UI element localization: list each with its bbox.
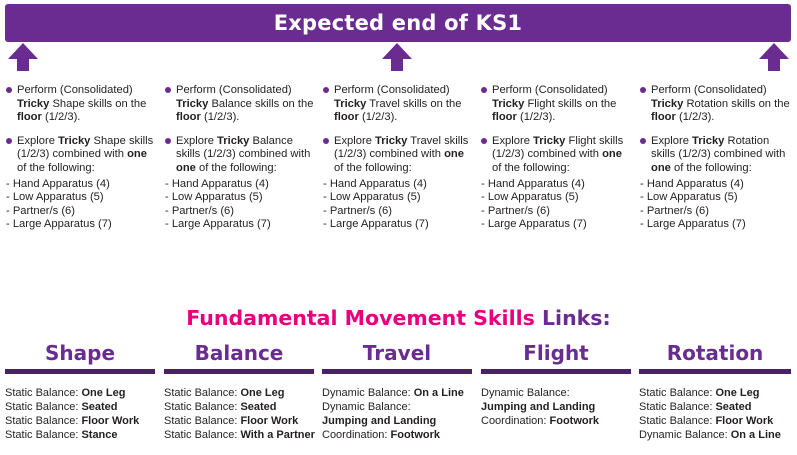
skill-links: Static Balance: One Leg Static Balance: …	[164, 386, 315, 442]
links-heading: Fundamental Movement Skills Links:	[0, 306, 797, 330]
column-shape: Perform (Consolidated) Tricky Shape skil…	[6, 84, 156, 232]
list-item: - Large Apparatus (7)	[323, 218, 429, 231]
perform-bullet: Perform (Consolidated) Tricky Travel ski…	[323, 84, 473, 125]
list-item: Static Balance: Floor Work	[5, 415, 140, 427]
list-item: Static Balance: With a Partner	[164, 429, 315, 441]
list-item: Static Balance: One Leg	[5, 387, 126, 399]
list-item: - Hand Apparatus (4)	[323, 177, 427, 190]
divider	[322, 369, 472, 374]
list-item: Static Balance: Floor Work	[164, 415, 299, 427]
up-arrow-icon-left	[8, 43, 38, 71]
skill-title: Travel	[362, 341, 432, 365]
column-balance: Perform (Consolidated) Tricky Balance sk…	[165, 84, 315, 232]
list-item: Dynamic Balance:	[322, 401, 411, 413]
skill-links: Static Balance: One Leg Static Balance: …	[639, 386, 791, 442]
explore-bullet: Explore Tricky Rotation skills (1/2/3) c…	[640, 135, 792, 176]
skill-links: Dynamic Balance: Jumping and Landing Coo…	[481, 386, 631, 428]
explore-bullet: Explore Tricky Flight skills (1/2/3) com…	[481, 135, 631, 176]
list-item: - Large Apparatus (7)	[481, 218, 587, 231]
column-flight: Perform (Consolidated) Tricky Flight ski…	[481, 84, 631, 232]
list-item: Static Balance: Floor Work	[639, 415, 774, 427]
explore-bullet: Explore Tricky Travel skills (1/2/3) com…	[323, 135, 473, 176]
list-item: - Low Apparatus (5)	[323, 191, 421, 204]
list-item: Coordination: Footwork	[322, 429, 440, 441]
list-item: Dynamic Balance:	[481, 387, 570, 399]
list-item: - Hand Apparatus (4)	[165, 177, 269, 190]
list-item: - Low Apparatus (5)	[640, 191, 738, 204]
up-arrow-icon-center	[382, 43, 412, 71]
list-item: Static Balance: Stance	[5, 429, 118, 441]
list-item: Static Balance: Seated	[639, 401, 752, 413]
list-item: Static Balance: One Leg	[639, 387, 760, 399]
skill-shape: Shape Static Balance: One Leg Static Bal…	[5, 338, 155, 442]
column-rotation: Perform (Consolidated) Tricky Rotation s…	[640, 84, 792, 232]
up-arrow-icon-right	[759, 43, 789, 71]
list-item: - Hand Apparatus (4)	[481, 177, 585, 190]
list-item: - Low Apparatus (5)	[165, 191, 263, 204]
list-item: - Partner/s (6)	[640, 204, 710, 217]
apparatus-list: - Hand Apparatus (4) - Low Apparatus (5)…	[481, 178, 631, 232]
links-heading-main: Fundamental Movement Skills	[186, 306, 535, 330]
list-item: - Partner/s (6)	[6, 204, 76, 217]
apparatus-list: - Hand Apparatus (4) - Low Apparatus (5)…	[640, 178, 792, 232]
skill-travel: Travel Dynamic Balance: On a Line Dynami…	[322, 338, 472, 442]
divider	[639, 369, 791, 374]
divider	[481, 369, 631, 374]
banner-title: Expected end of KS1	[273, 11, 523, 35]
header-banner: Expected end of KS1	[5, 4, 791, 42]
explore-bullet: Explore Tricky Shape skills (1/2/3) comb…	[6, 135, 156, 176]
list-item: - Large Apparatus (7)	[6, 218, 112, 231]
list-item: Dynamic Balance: On a Line	[322, 387, 464, 399]
list-item: Static Balance: Seated	[164, 401, 277, 413]
links-heading-suffix: Links:	[534, 306, 611, 330]
list-item: Jumping and Landing	[322, 415, 437, 427]
perform-bullet: Perform (Consolidated) Tricky Balance sk…	[165, 84, 315, 125]
list-item: Coordination: Footwork	[481, 415, 599, 427]
apparatus-list: - Hand Apparatus (4) - Low Apparatus (5)…	[165, 178, 315, 232]
skill-title: Balance	[194, 341, 284, 365]
skill-rotation: Rotation Static Balance: One Leg Static …	[639, 338, 791, 442]
list-item: - Partner/s (6)	[481, 204, 551, 217]
list-item: Static Balance: One Leg	[164, 387, 285, 399]
list-item: - Hand Apparatus (4)	[640, 177, 744, 190]
list-item: Static Balance: Seated	[5, 401, 118, 413]
column-travel: Perform (Consolidated) Tricky Travel ski…	[323, 84, 473, 232]
skill-links: Static Balance: One Leg Static Balance: …	[5, 386, 155, 442]
perform-bullet: Perform (Consolidated) Tricky Flight ski…	[481, 84, 631, 125]
list-item: - Large Apparatus (7)	[640, 218, 746, 231]
list-item: Jumping and Landing	[481, 401, 596, 413]
list-item: - Hand Apparatus (4)	[6, 177, 110, 190]
skill-title: Rotation	[666, 341, 764, 365]
explore-bullet: Explore Tricky Balance skills (1/2/3) co…	[165, 135, 315, 176]
skill-title: Shape	[44, 341, 116, 365]
apparatus-list: - Hand Apparatus (4) - Low Apparatus (5)…	[6, 178, 156, 232]
divider	[164, 369, 314, 374]
divider	[5, 369, 155, 374]
list-item: - Partner/s (6)	[165, 204, 235, 217]
skill-title: Flight	[523, 341, 589, 365]
list-item: - Low Apparatus (5)	[481, 191, 579, 204]
list-item: - Large Apparatus (7)	[165, 218, 271, 231]
list-item: Dynamic Balance: On a Line	[639, 429, 781, 441]
skill-flight: Flight Dynamic Balance: Jumping and Land…	[481, 338, 631, 428]
skill-links: Dynamic Balance: On a Line Dynamic Balan…	[322, 386, 472, 442]
skill-balance: Balance Static Balance: One Leg Static B…	[164, 338, 315, 442]
perform-bullet: Perform (Consolidated) Tricky Rotation s…	[640, 84, 792, 125]
list-item: - Partner/s (6)	[323, 204, 393, 217]
apparatus-list: - Hand Apparatus (4) - Low Apparatus (5)…	[323, 178, 473, 232]
perform-bullet: Perform (Consolidated) Tricky Shape skil…	[6, 84, 156, 125]
list-item: - Low Apparatus (5)	[6, 191, 104, 204]
